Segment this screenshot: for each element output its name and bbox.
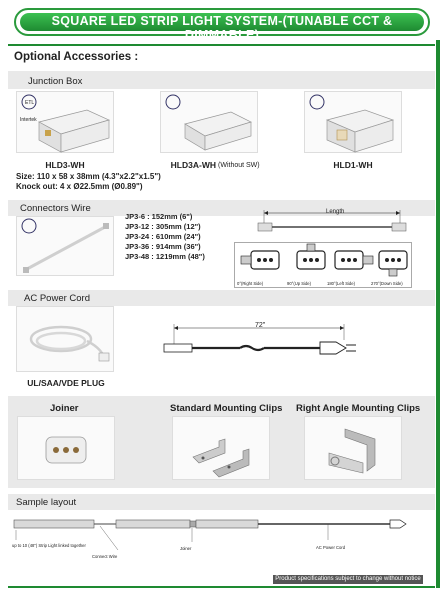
junction-box-hld3-image: ETL — [16, 91, 114, 153]
connectors-wire-band — [8, 200, 435, 216]
connector-length-diagram — [257, 210, 407, 232]
strip-light-1 — [13, 519, 95, 529]
ac-cord-length-label: 72" — [255, 322, 266, 329]
junction-box-title: Junction Box — [28, 76, 83, 87]
ac-power-cord-band — [8, 290, 435, 306]
etl-badge-icon — [21, 94, 37, 110]
jp3-48-length: JP3-48 : 1219mm (48") — [125, 252, 205, 261]
sample-layout-title: Sample layout — [16, 497, 77, 508]
outlet-icon — [336, 129, 348, 141]
model-hld3a-note: (Without SW) — [218, 162, 260, 169]
side-label-90: 90°(Up Side) — [287, 281, 312, 286]
connector-orientation-panel: 0°(Right Side) 90°(Up Side) 180°(Left Si… — [234, 242, 412, 288]
sample-layout-band — [8, 494, 435, 510]
plug-icon — [98, 352, 110, 362]
junction-box-hld1-image — [304, 91, 402, 153]
footer-note-bar: Product specifications subject to change… — [273, 575, 423, 584]
footer-note: Product specifications subject to change… — [275, 576, 421, 582]
svg-text:ETL: ETL — [25, 100, 34, 106]
side-label-270: 270°(Down Side) — [371, 281, 403, 286]
right-angle-clips-image — [304, 416, 402, 480]
optional-accessories-title: Optional Accessories : — [14, 51, 139, 63]
etl-badge-icon — [309, 94, 325, 110]
connectors-wire-image — [16, 216, 114, 276]
side-accent-bar — [436, 40, 440, 588]
etl-badge-icon — [165, 94, 181, 110]
connectors-wire-title: Connectors Wire — [20, 203, 91, 214]
jp3-24-length: JP3-24 : 610mm (24") — [125, 232, 201, 241]
standard-clips-image — [172, 416, 270, 480]
joiner-mark — [189, 520, 197, 528]
footer-divider — [8, 586, 435, 588]
ac-power-cord-image — [16, 306, 114, 372]
junction-box-size: Size: 110 x 58 x 38mm (4.3"x2.2"x1.5") — [16, 172, 161, 181]
sample-label-joiner: Joiner — [180, 546, 192, 551]
model-hld1: HLD1-WH — [333, 160, 373, 170]
side-label-0: 0°(Right Side) — [237, 281, 264, 286]
strip-light-2 — [115, 519, 191, 529]
header-banner: SQUARE LED STRIP LIGHT SYSTEM-(TUNABLE C… — [14, 8, 430, 42]
connector-90-icon — [296, 243, 326, 270]
intertek-label: Intertek — [20, 117, 37, 123]
ac-power-cord-title: AC Power Cord — [24, 293, 90, 304]
joiner-image — [17, 416, 115, 480]
etl-badge-icon — [21, 218, 37, 234]
plug-diagram-icon — [319, 341, 347, 355]
junction-box-hld3a-image — [160, 91, 258, 153]
sample-label-connect: Connect Wire — [92, 554, 118, 559]
side-label-180: 180°(Left Side) — [327, 281, 355, 286]
right-angle-clips-title: Right Angle Mounting Clips — [296, 403, 421, 414]
model-hld3a: HLD3A-WH — [170, 160, 216, 170]
jp3-36-length: JP3-36 : 914mm (36") — [125, 242, 201, 251]
sample-layout-diagram — [13, 519, 407, 551]
cord-plug-icon — [389, 519, 407, 529]
plug-type-label: UL/SAA/VDE PLUG — [27, 378, 105, 388]
sample-label-cord: AC Power Cord — [316, 545, 346, 550]
header-divider — [8, 44, 435, 46]
jp3-12-length: JP3-12 : 305mm (12") — [125, 222, 201, 231]
connector-length-label: Length — [326, 209, 345, 215]
model-hld3: HLD3-WH — [45, 160, 85, 170]
connector-270-icon — [378, 250, 408, 277]
sample-label-strip: up to 10 (48") Strip Light linked togeth… — [12, 543, 86, 548]
connector-180-icon — [334, 250, 374, 270]
strip-light-3 — [195, 519, 259, 529]
jp3-6-length: JP3-6 : 152mm (6") — [125, 212, 193, 221]
joiner-title: Joiner — [50, 403, 79, 414]
connector-0-icon — [240, 250, 280, 270]
standard-clips-title: Standard Mounting Clips — [170, 403, 283, 414]
junction-box-knockout: Knock out: 4 x Ø22.5mm (Ø0.89") — [16, 182, 143, 191]
ac-cord-diagram — [163, 324, 356, 355]
junction-box-band — [8, 71, 435, 89]
page-title: SQUARE LED STRIP LIGHT SYSTEM-(TUNABLE C… — [51, 14, 393, 42]
